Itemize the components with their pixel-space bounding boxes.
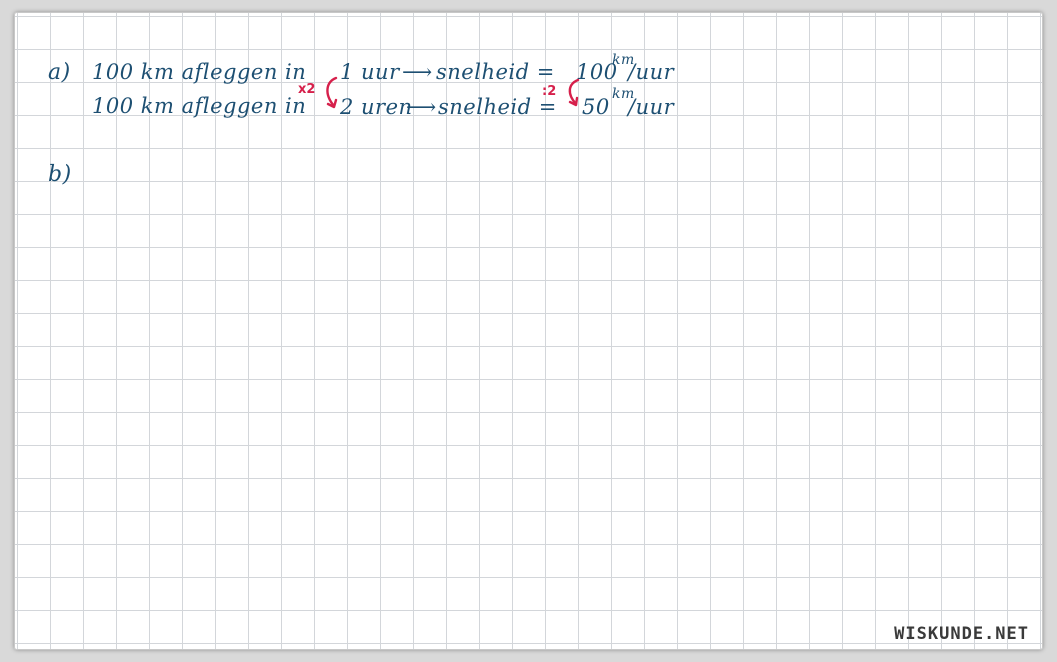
line1-unit-bottom: /uur (628, 60, 675, 84)
line1-speed-label: snelheid = (436, 60, 555, 84)
whiteboard: a) 100 km afleggen in 1 uur ⟶ snelheid =… (14, 12, 1043, 650)
line1-arrow: ⟶ (402, 60, 433, 84)
factor-time-label: x2 (298, 82, 316, 97)
line1-unit-top: km (612, 52, 635, 68)
label-a: a) (48, 60, 71, 85)
line1-speed-value: 100 (576, 60, 618, 84)
line2-text: 100 km afleggen in (92, 94, 307, 118)
line2-time: 2 uren (340, 95, 413, 119)
brand-watermark: WISKUNDE.NET (894, 624, 1029, 644)
factor-speed-label: :2 (542, 84, 557, 99)
curved-arrow-icon (326, 76, 338, 109)
label-b: b) (48, 162, 72, 187)
curved-arrow-icon (568, 78, 580, 107)
line2-unit-top: km (612, 86, 635, 102)
line2-unit-bottom: /uur (628, 95, 675, 119)
line1-time: 1 uur (340, 60, 400, 84)
line2-speed-label: snelheid = (438, 95, 557, 119)
line2-arrow: ⟶ (406, 95, 437, 119)
line2-speed-value: 50 (582, 95, 610, 119)
line1-text: 100 km afleggen in (92, 60, 307, 84)
